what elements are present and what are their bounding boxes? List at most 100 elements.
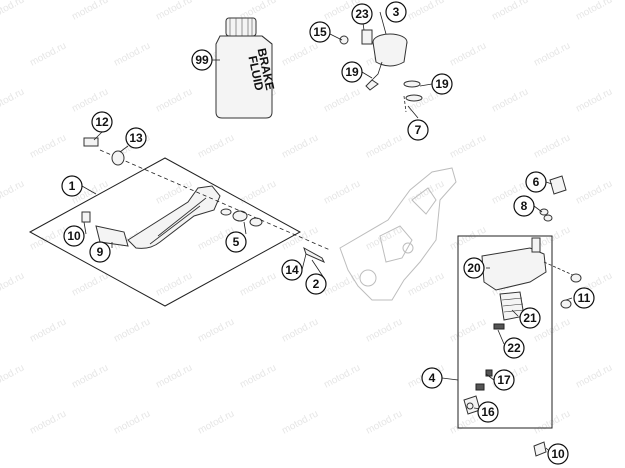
watermark-text: motod.ru bbox=[574, 86, 614, 114]
watermark-text: motod.ru bbox=[322, 362, 362, 390]
banjo-bolt-6 bbox=[549, 175, 567, 195]
watermark-text: motod.ru bbox=[28, 132, 68, 160]
watermark-text: motod.ru bbox=[490, 86, 530, 114]
watermark-text: motod.ru bbox=[406, 0, 446, 23]
callout-14: 14 bbox=[281, 259, 303, 281]
svg-text:10: 10 bbox=[67, 229, 81, 243]
hose-clamp-bottom bbox=[405, 94, 423, 102]
watermark-text: motod.ru bbox=[280, 224, 320, 252]
reservoir-assembly bbox=[339, 29, 423, 113]
callout-22: 22 bbox=[503, 337, 525, 359]
watermark-text: motod.ru bbox=[0, 0, 26, 23]
assembly-frame-1 bbox=[28, 157, 302, 307]
watermark-text: motod.ru bbox=[406, 270, 446, 298]
small-right-parts bbox=[533, 175, 582, 457]
callout-19a: 19 bbox=[341, 61, 363, 83]
watermark-text: motod.ru bbox=[28, 224, 68, 252]
watermark-text: motod.ru bbox=[70, 0, 110, 23]
watermark-text: motod.ru bbox=[322, 86, 362, 114]
svg-text:19: 19 bbox=[345, 65, 359, 79]
watermark-text: motod.ru bbox=[112, 316, 152, 344]
sealing-washer-8 bbox=[539, 208, 549, 216]
svg-text:2: 2 bbox=[313, 277, 320, 291]
watermark-text: motod.ru bbox=[448, 132, 488, 160]
watermark-text: motod.ru bbox=[322, 270, 362, 298]
callout-15: 15 bbox=[309, 21, 331, 43]
brake-pedal-assembly bbox=[28, 137, 331, 307]
pedal-washer bbox=[232, 210, 248, 222]
watermark-text: motod.ru bbox=[154, 362, 194, 390]
sealing-washer-11-bottom bbox=[560, 299, 572, 309]
watermark-text: motod.ru bbox=[532, 132, 572, 160]
bottle-body bbox=[215, 35, 273, 119]
svg-text:14: 14 bbox=[285, 263, 299, 277]
nut-10 bbox=[533, 441, 547, 457]
callout-19b: 19 bbox=[431, 73, 453, 95]
callout-9: 9 bbox=[89, 241, 111, 263]
svg-text:5: 5 bbox=[233, 235, 240, 249]
watermark-text: motod.ru bbox=[364, 224, 404, 252]
watermark-text: motod.ru bbox=[322, 178, 362, 206]
watermark-text: motod.ru bbox=[364, 316, 404, 344]
svg-text:99: 99 bbox=[195, 53, 209, 67]
svg-text:23: 23 bbox=[355, 7, 369, 21]
svg-text:20: 20 bbox=[467, 261, 481, 275]
watermark-text: motod.ru bbox=[70, 362, 110, 390]
clevis-pin bbox=[303, 246, 326, 264]
svg-text:6: 6 bbox=[533, 175, 540, 189]
svg-text:21: 21 bbox=[523, 311, 537, 325]
watermark-text: motod.ru bbox=[112, 408, 152, 436]
watermark-text: motod.ru bbox=[112, 40, 152, 68]
watermark-text: motod.ru bbox=[364, 132, 404, 160]
watermark-text: motod.ru bbox=[574, 362, 614, 390]
svg-text:16: 16 bbox=[481, 405, 495, 419]
watermark-text: motod.ru bbox=[0, 178, 26, 206]
callout-13: 13 bbox=[125, 127, 147, 149]
cylinder-body bbox=[481, 247, 547, 291]
footrest-bracket-ghost bbox=[339, 167, 457, 301]
svg-text:4: 4 bbox=[429, 371, 436, 385]
pedal-bush bbox=[81, 211, 91, 223]
hose-fitting bbox=[365, 79, 379, 91]
callout-23: 23 bbox=[351, 3, 373, 25]
master-cylinder-assembly bbox=[457, 235, 576, 429]
watermark-text: motod.ru bbox=[238, 178, 278, 206]
watermark-text: motod.ru bbox=[0, 86, 26, 114]
callout-10b: 10 bbox=[547, 443, 569, 465]
callout-21: 21 bbox=[519, 307, 541, 329]
pivot-bolt-12 bbox=[83, 137, 99, 147]
watermark-text: motod.ru bbox=[28, 316, 68, 344]
watermark-text: motod.ru bbox=[532, 40, 572, 68]
callout-16: 16 bbox=[477, 401, 499, 423]
svg-text:11: 11 bbox=[578, 291, 591, 305]
small-screw-15 bbox=[339, 35, 349, 45]
sealing-washer-11-top bbox=[570, 273, 582, 283]
svg-text:22: 22 bbox=[507, 341, 521, 355]
watermark-text: motod.ru bbox=[196, 408, 236, 436]
bottle-cap bbox=[225, 17, 257, 37]
svg-text:17: 17 bbox=[497, 373, 511, 387]
callout-8: 8 bbox=[513, 195, 535, 217]
watermark-text: motod.ru bbox=[448, 224, 488, 252]
svg-text:15: 15 bbox=[313, 25, 327, 39]
svg-text:19: 19 bbox=[435, 77, 449, 91]
watermark-text: motod.ru bbox=[280, 316, 320, 344]
callout-17: 17 bbox=[493, 369, 515, 391]
svg-text:7: 7 bbox=[415, 123, 422, 137]
watermark-text: motod.ru bbox=[448, 40, 488, 68]
watermark-text: motod.ru bbox=[0, 270, 26, 298]
watermark-text: motod.ru bbox=[574, 178, 614, 206]
pivot-washer-13 bbox=[111, 150, 125, 166]
watermark-text: motod.ru bbox=[238, 270, 278, 298]
assembly-frame-4 bbox=[457, 235, 553, 429]
pedal-pad bbox=[95, 225, 129, 247]
watermark-text: motod.ru bbox=[196, 132, 236, 160]
brake-pedal-arm bbox=[127, 185, 221, 249]
callout-3: 3 bbox=[385, 1, 407, 23]
callout-10a: 10 bbox=[63, 225, 85, 247]
svg-text:10: 10 bbox=[551, 447, 565, 461]
watermark-text: motod.ru bbox=[70, 270, 110, 298]
hose-clamp-top bbox=[403, 80, 421, 88]
watermark-text: motod.ru bbox=[238, 362, 278, 390]
